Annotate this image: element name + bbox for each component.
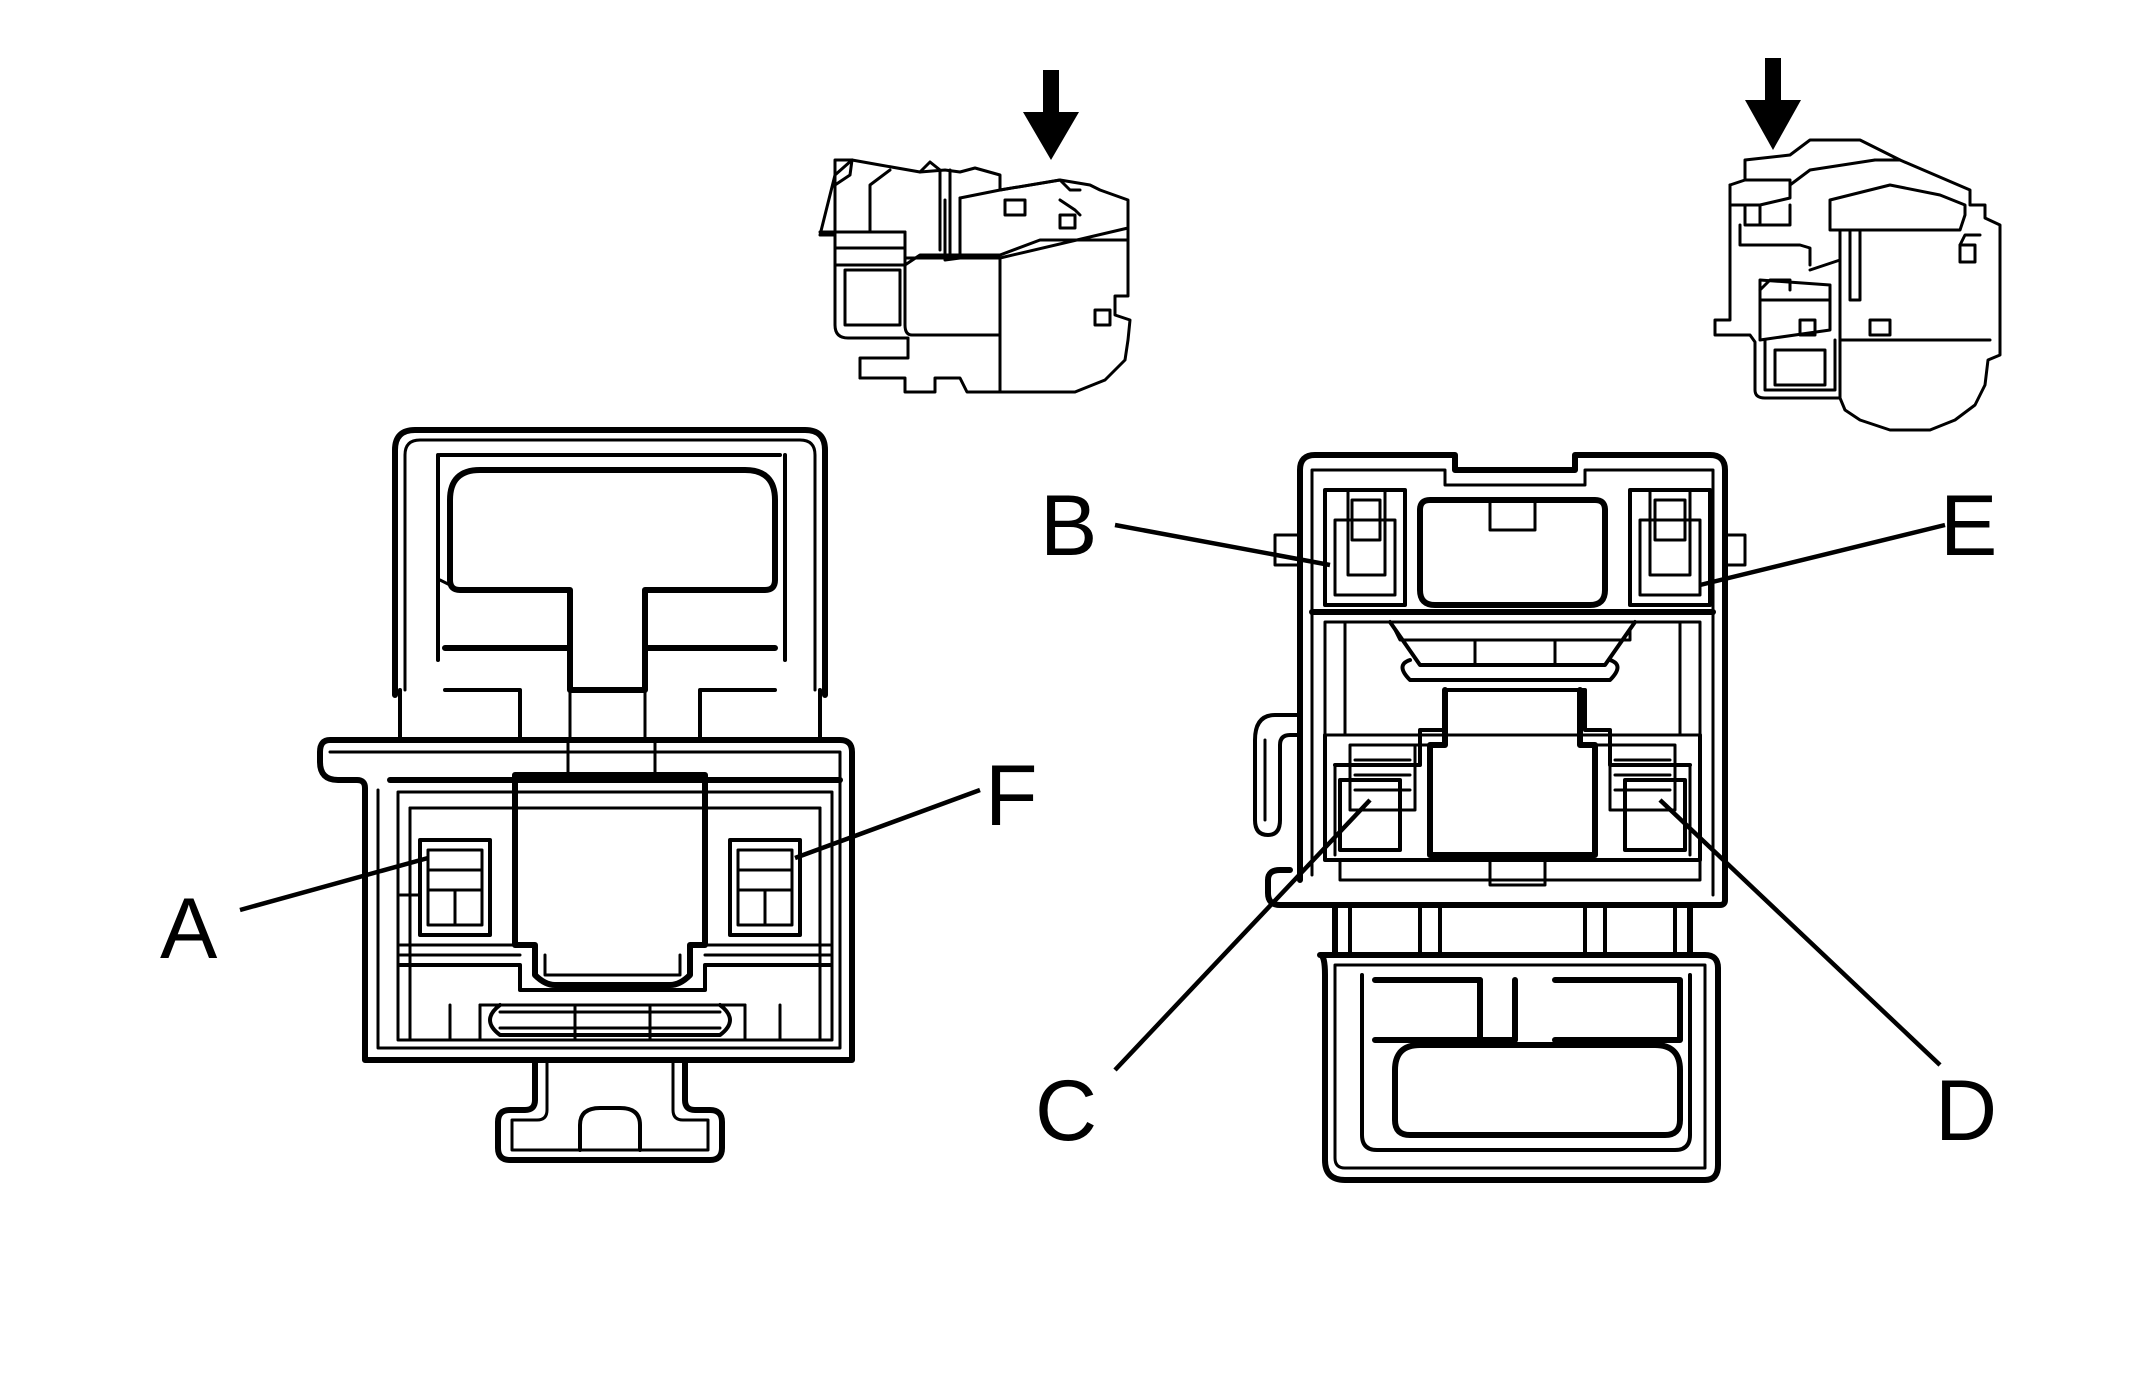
leader-b bbox=[1114, 522, 1331, 568]
right-connector-front-view bbox=[1253, 452, 1747, 1183]
label-f: F bbox=[985, 748, 1038, 844]
label-d: D bbox=[1935, 1063, 1997, 1159]
connector-1-isometric-view bbox=[818, 158, 1132, 394]
leader-d bbox=[1658, 798, 1942, 1067]
left-connector-front-view bbox=[317, 427, 855, 1163]
label-a: A bbox=[160, 881, 218, 977]
leader-e bbox=[1699, 522, 1946, 588]
arrow-down-icon bbox=[1023, 70, 1079, 160]
connector-2-isometric-view bbox=[1713, 138, 2002, 432]
leader-a bbox=[239, 855, 429, 913]
arrow-down-icon bbox=[1745, 58, 1801, 150]
label-e: E bbox=[1940, 478, 1997, 574]
leader-c bbox=[1113, 798, 1372, 1072]
label-c: C bbox=[1035, 1063, 1097, 1159]
label-b: B bbox=[1040, 478, 1097, 574]
leader-lines bbox=[239, 522, 1946, 1072]
leader-f bbox=[794, 787, 981, 861]
